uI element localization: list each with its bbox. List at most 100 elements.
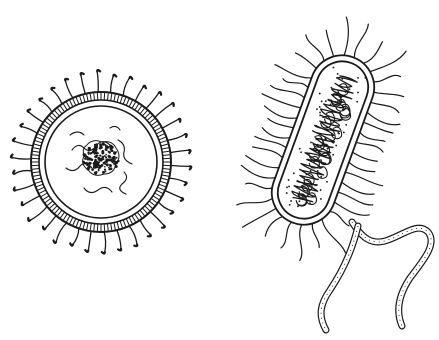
- nucleoid-dot: [102, 143, 105, 146]
- nucleoid-dot: [88, 153, 90, 155]
- rod-fimbria: [363, 38, 382, 67]
- fimbria-tip: [172, 103, 174, 106]
- fimbria-line: [161, 119, 178, 129]
- rod-fimbria: [246, 179, 273, 193]
- nucleoid-dot: [87, 158, 90, 161]
- wall-striation: [108, 93, 109, 100]
- spherical-bacterium: [11, 70, 191, 254]
- nucleoid-dot: [109, 168, 112, 171]
- flagellum-core: [352, 222, 431, 326]
- nucleoid-dot: [94, 159, 96, 161]
- nucleoid-dot: [106, 161, 108, 163]
- fimbria-line: [117, 229, 122, 249]
- nucleoid-dot: [99, 158, 102, 161]
- flagellum-core: [321, 226, 358, 330]
- rod-fimbria: [243, 200, 276, 236]
- rod-fimbria: [282, 77, 308, 89]
- wall-striation: [32, 169, 39, 170]
- fimbria-line: [135, 87, 144, 102]
- fimbria-line: [56, 222, 67, 242]
- fimbria-line: [97, 72, 98, 94]
- fimbria-tip: [97, 70, 100, 72]
- fimbria-line: [150, 211, 165, 226]
- rod-fimbria: [356, 140, 384, 152]
- fimbria-tip: [148, 235, 151, 237]
- nucleoid-dot: [102, 156, 105, 159]
- rod-fimbria: [240, 165, 275, 181]
- fimbria-line: [158, 201, 172, 211]
- fimbria-line: [111, 76, 114, 94]
- rod-fimbria: [348, 162, 375, 174]
- fimbria-line: [29, 112, 45, 123]
- nucleoid-dot: [95, 155, 97, 157]
- fimbria-tip: [22, 202, 24, 205]
- fimbria-tip: [181, 198, 183, 201]
- fimbria-tip: [13, 138, 15, 141]
- nucleoid-dot: [100, 166, 102, 168]
- fimbria-line: [16, 184, 36, 191]
- nucleoid-dot: [99, 155, 101, 157]
- rod-fimbria: [245, 156, 279, 171]
- nucleoid-dot: [86, 163, 89, 166]
- fimbria-tip: [189, 150, 191, 153]
- fimbria-tip: [118, 249, 121, 251]
- fimbria-tip: [185, 134, 187, 137]
- fimbria-tip: [134, 244, 137, 246]
- fimbria-tip: [28, 218, 30, 221]
- fimbria-line: [154, 104, 172, 118]
- nucleoid-dot: [99, 145, 102, 148]
- rod-fimbria: [300, 35, 331, 61]
- rod-fimbria: [270, 84, 305, 99]
- wall-striation: [32, 155, 39, 156]
- fimbria-line: [168, 178, 185, 182]
- rod-fimbria: [267, 118, 293, 129]
- fimbria-line: [14, 141, 34, 146]
- nucleoid-dot: [84, 157, 87, 160]
- rod-fimbria: [281, 222, 292, 249]
- nucleoid-dot: [104, 166, 106, 168]
- nucleoid-dot: [105, 171, 107, 173]
- rod-fimbria: [319, 30, 342, 56]
- fimbria-tip: [130, 77, 133, 79]
- nucleoid-dot: [106, 158, 108, 160]
- wall-striation: [163, 169, 170, 170]
- fimbria-tip: [81, 73, 84, 75]
- rod-fimbria: [261, 128, 290, 142]
- fimbria-tip: [143, 86, 146, 89]
- rod-fimbria: [293, 53, 319, 69]
- fimbria-line: [73, 227, 79, 244]
- rod-fimbria: [305, 223, 326, 247]
- fimbria-tip: [190, 166, 192, 169]
- wall-striation: [94, 93, 95, 100]
- fimbria-line: [170, 165, 190, 166]
- fimbria-line: [22, 127, 38, 134]
- fimbria-line: [145, 93, 159, 109]
- nucleoid-dot: [91, 168, 94, 171]
- rod-fimbria: [359, 132, 385, 144]
- fimbria-tip: [102, 252, 105, 254]
- rod-fimbria: [374, 68, 401, 89]
- rod-fimbria: [253, 144, 284, 157]
- fimbria-line: [15, 171, 33, 174]
- fimbria-line: [140, 219, 151, 234]
- nucleoid-dot: [108, 159, 111, 162]
- fimbria-line: [81, 75, 86, 95]
- fimbria-line: [45, 215, 56, 229]
- fimbria-line: [12, 158, 32, 159]
- rod-fimbria: [345, 172, 383, 187]
- fimbria-tip: [171, 211, 174, 214]
- fimbria-tip: [43, 227, 45, 230]
- nucleoid-dot: [98, 170, 100, 172]
- rod-fimbria: [262, 94, 301, 109]
- fimbria-tip: [11, 155, 13, 158]
- fimbria-line: [164, 190, 182, 198]
- fimbria-line: [167, 134, 186, 140]
- nucleoid-dot: [101, 151, 104, 154]
- nucleoid-dot: [108, 155, 111, 158]
- fimbria-line: [129, 225, 137, 244]
- nucleoid-dot: [110, 149, 113, 152]
- nucleoid-dot: [95, 171, 97, 173]
- fimbria-tip: [65, 79, 68, 81]
